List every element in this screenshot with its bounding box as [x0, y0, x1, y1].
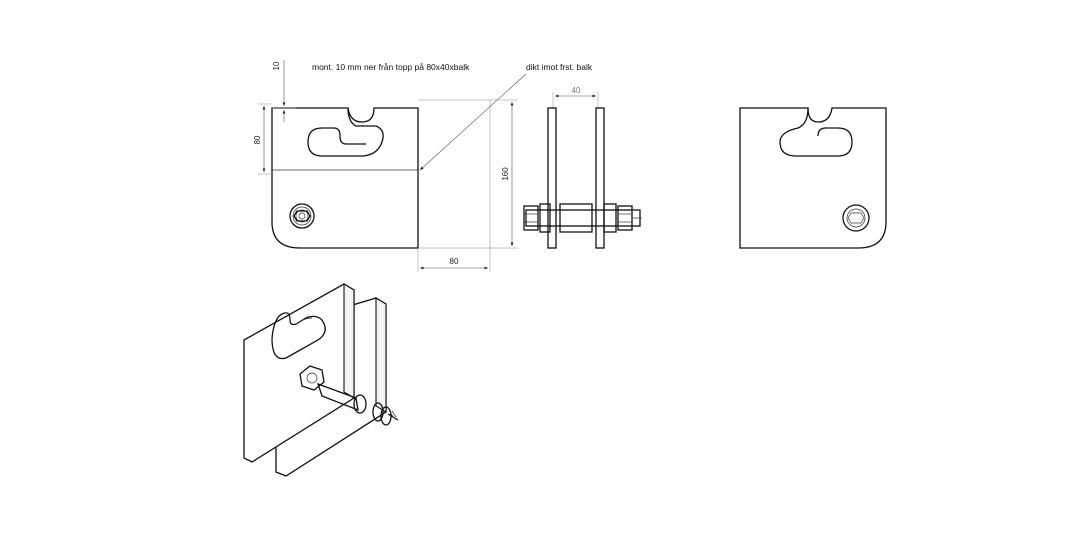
front-slot — [307, 107, 384, 157]
rear-plate-outline — [739, 107, 887, 249]
front-view: 10 80 160 80 — [253, 60, 527, 272]
side-view: 40 — [523, 86, 642, 249]
side-right-plate — [595, 107, 605, 249]
dim-height-total: 160 — [501, 167, 510, 181]
dim-offset-top: 10 — [272, 61, 281, 70]
dim-height-upper: 80 — [253, 135, 262, 144]
isometric-view — [243, 283, 399, 477]
front-plate-outline — [271, 107, 419, 249]
front-bolt — [289, 203, 315, 229]
dim-gap-side: 40 — [572, 86, 581, 95]
rear-view — [739, 107, 887, 249]
side-bolt — [525, 209, 641, 227]
note-tight: dikt imot frst. balk — [526, 62, 593, 72]
dim-width-bottom: 80 — [450, 257, 459, 266]
rear-slot — [779, 107, 853, 157]
side-left-plate — [547, 107, 557, 249]
rear-bolt-hole — [842, 204, 870, 232]
note-mount: mont. 10 mm ner från topp på 80x40xbalk — [312, 62, 470, 72]
